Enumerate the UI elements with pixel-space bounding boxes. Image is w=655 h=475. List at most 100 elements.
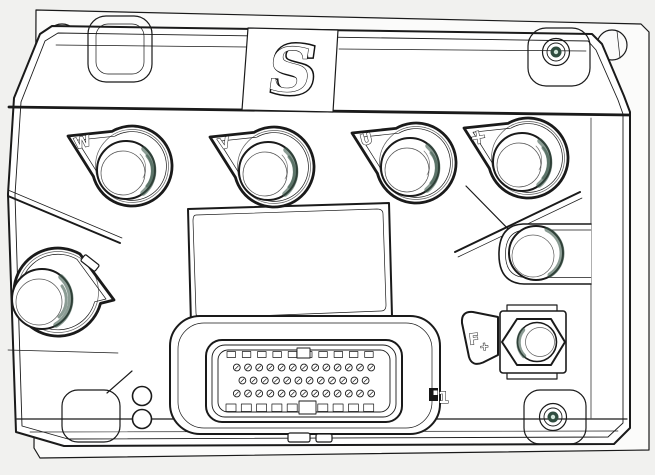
- connector-pin-slot: [358, 365, 362, 370]
- connector-pin-slot: [234, 365, 239, 370]
- connector-pin-slot: [285, 378, 290, 383]
- connector-pin: [322, 363, 331, 372]
- connector-pin: [283, 376, 292, 385]
- connector-castellation: [363, 403, 375, 412]
- aux-boss-right: [498, 223, 592, 285]
- connector-castellation: [318, 351, 328, 358]
- field-terminal-sub-label: +: [479, 340, 490, 354]
- label-plate: [187, 202, 393, 325]
- connector-pin: [255, 363, 264, 372]
- connector-pin: [311, 363, 320, 372]
- connector-pin: [238, 376, 247, 385]
- terminal-w: W: [68, 126, 172, 206]
- connector-pin: [232, 363, 241, 372]
- connector-pin: [311, 389, 320, 398]
- body-ear-top-right: [527, 27, 591, 87]
- connector-pin: [249, 376, 258, 385]
- connector-castellation: [272, 351, 282, 358]
- connector-pin-slot: [234, 391, 239, 396]
- connector-castellation: [348, 403, 359, 412]
- connector-castellation: [240, 403, 252, 412]
- pin1-indicator-icon: 1: [429, 388, 450, 408]
- screw-top-right: [541, 37, 571, 67]
- top-band-line: [338, 48, 587, 52]
- s-swirl-logo-icon: S S: [262, 30, 325, 113]
- connector-pin: [356, 389, 364, 398]
- connector-pin-slot: [279, 391, 284, 396]
- connector-pin: [260, 376, 269, 385]
- connector-castellation: [317, 403, 329, 412]
- connector-pin-slot: [313, 391, 318, 396]
- connector-pin: [294, 376, 303, 385]
- connector-castellation: [256, 403, 267, 412]
- connector-pin-slot: [240, 378, 245, 383]
- connector-pin-slot: [268, 365, 273, 370]
- logo-glyph-inner: S: [263, 35, 316, 106]
- connector-pin-slot: [302, 391, 306, 396]
- connector-pin-slot: [341, 378, 346, 383]
- connector-pin: [244, 389, 252, 398]
- left-chamfer-edge: [7, 195, 121, 244]
- pin1-marker-glyph: 1: [438, 388, 449, 407]
- terminal-v: V: [210, 127, 314, 207]
- signal-connector: [169, 315, 441, 443]
- connector-pin-slot: [346, 365, 351, 370]
- connector-pin: [333, 389, 342, 398]
- connector-pin-slot: [369, 365, 374, 370]
- connector-pin: [244, 363, 252, 372]
- connector-pin: [300, 363, 308, 372]
- terminal-u: U: [352, 123, 456, 203]
- connector-pin: [350, 376, 359, 385]
- connector-castellation: [364, 351, 374, 358]
- right-chamfer-edge: [454, 191, 581, 253]
- connector-castellation: [349, 351, 359, 358]
- connector-shell: [205, 339, 403, 423]
- connector-pin-field: [232, 363, 376, 398]
- connector-pin-slot: [279, 365, 284, 370]
- connector-pin: [277, 389, 286, 398]
- connector-pin-slot: [346, 391, 351, 396]
- terminal-plus-label: +: [468, 123, 489, 150]
- connector-key-tab-bottom: [298, 400, 317, 415]
- connector-pin-slot: [335, 391, 340, 396]
- connector-pin: [333, 363, 342, 372]
- connector-pin: [367, 363, 376, 372]
- connector-pin-slot: [257, 365, 262, 370]
- connector-pin: [344, 363, 353, 372]
- connector-pin: [322, 389, 331, 398]
- connector-pin-slot: [324, 365, 329, 370]
- connector-pin-slot: [335, 365, 340, 370]
- connector-pin: [277, 363, 286, 372]
- connector-pin: [356, 363, 364, 372]
- connector-pin: [266, 363, 275, 372]
- connector-pin-slot: [352, 378, 357, 383]
- connector-pin-slot: [246, 391, 250, 396]
- connector-pin: [316, 376, 325, 385]
- terminal-v-label: V: [216, 133, 232, 153]
- connector-pin-slot: [302, 365, 306, 370]
- connector-pin: [344, 389, 353, 398]
- connector-castellation: [287, 351, 298, 358]
- connector-mount-tab: [315, 433, 333, 443]
- connector-pin: [367, 389, 376, 398]
- connector-pin-slot: [290, 391, 295, 396]
- connector-pin-slot: [251, 378, 256, 383]
- connector-castellation: [332, 403, 344, 412]
- logo-glyph: S: [263, 31, 323, 111]
- connector-pin: [300, 389, 308, 398]
- connector-pin: [305, 376, 314, 385]
- connector-pin: [232, 389, 241, 398]
- lower-left-edge-line: [7, 349, 119, 354]
- terminal-w-label: W: [72, 132, 93, 154]
- connector-pin: [288, 363, 297, 372]
- connector-pin-slot: [262, 378, 267, 383]
- connector-castellation: [286, 403, 298, 412]
- connector-castellation: [226, 351, 236, 358]
- connector-mount-tab: [287, 432, 311, 443]
- connector-pin-slot: [324, 391, 329, 396]
- led-indicator: [131, 385, 153, 407]
- connector-pin: [339, 376, 348, 385]
- connector-key-tab-top: [296, 347, 311, 359]
- connector-pin-slot: [358, 391, 362, 396]
